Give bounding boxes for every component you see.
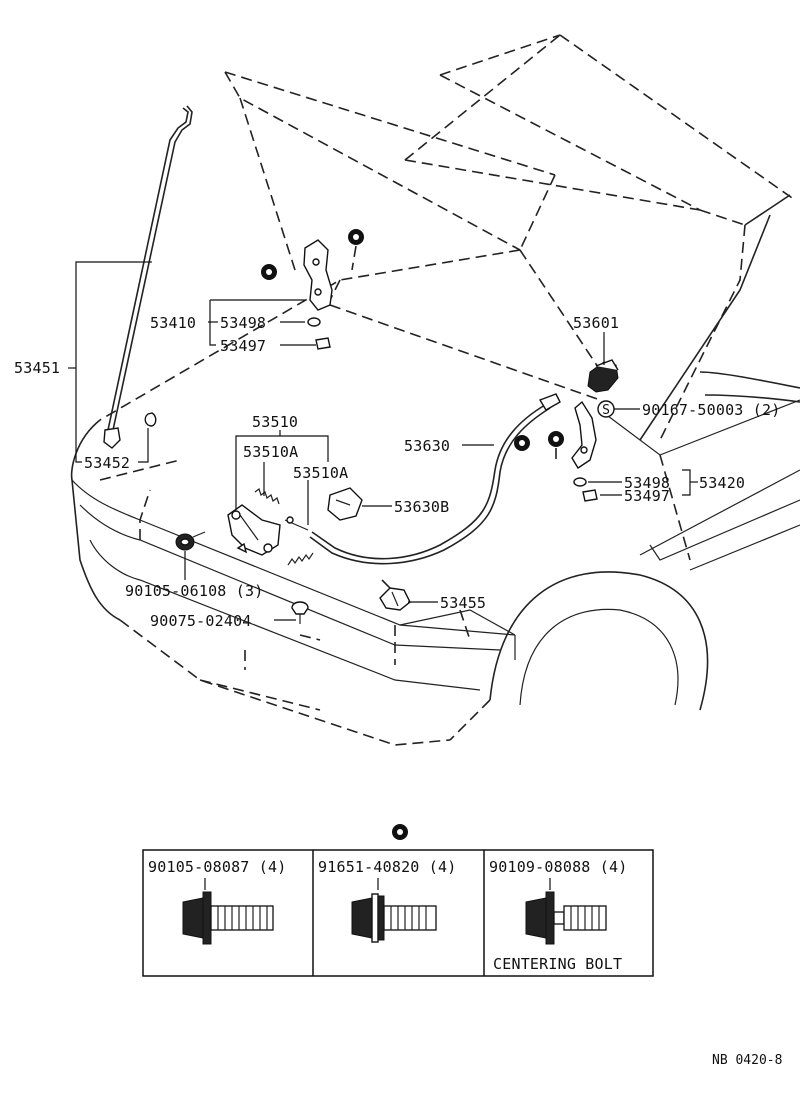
bolt-marker-icon [548,431,564,447]
bolt-cell-3: 90109-08088 (4) CENTERING BOLT [489,858,627,973]
flange-bolt-icon [182,891,274,945]
hood-support-rod [103,105,193,449]
label-53630B: 53630B [394,498,449,516]
label-90167-50003: 90167-50003 (2) [642,401,780,419]
lock-spring [254,488,314,566]
label-53498-right: 53498 [624,474,670,492]
label-53497-right: 53497 [624,487,670,505]
label-90075-02404: 90075-02404 [150,612,252,630]
bolt-cell-1: 90105-08087 (4) [148,858,286,945]
bolt-table: 90105-08087 (4) 91651-40820 (4) 901 [142,849,654,977]
label-53510A-1: 53510A [243,443,298,461]
bolt-marker-icon [392,824,408,840]
bolt-part-number: 90109-08088 (4) [489,858,627,876]
centering-bolt-note: CENTERING BOLT [493,955,622,973]
diagram-code: NB 0420-8 [712,1053,782,1068]
washer-bolt-icon [351,893,437,943]
label-53455: 53455 [440,594,486,612]
label-53510: 53510 [252,413,298,431]
label-90105-06108: 90105-06108 (3) [125,582,263,600]
screw-90075-02404 [291,601,309,624]
bolt-cell-2: 91651-40820 (4) [318,858,456,943]
label-53451: 53451 [14,359,60,377]
label-53498-top: 53498 [220,314,266,332]
release-cable [309,393,561,565]
label-53601: 53601 [573,314,619,332]
right-hinge-bracket [571,400,597,469]
bolt-part-number: 90105-08087 (4) [148,858,286,876]
catch-bracket-53455 [379,579,411,611]
rod-holder-clip [144,412,157,427]
label-53497-top: 53497 [220,337,266,355]
bolt-marker-icon [348,229,364,245]
cushion-53498-right [573,477,587,487]
hood-hinge-bracket [303,239,333,311]
bolt-marker-icon [514,435,530,451]
bolt-part-number: 91651-40820 (4) [318,858,456,876]
cable-clamp-53630B [327,487,363,521]
label-53410: 53410 [150,314,196,332]
bolt-marker-icon [261,264,277,280]
car-body-outline [70,34,800,746]
bolt-90105-06108 [175,531,206,551]
cushion-53498-top [307,317,321,327]
s-mark-icon: S [597,400,615,418]
label-53420: 53420 [699,474,745,492]
label-53452: 53452 [84,454,130,472]
release-lever-53601 [587,359,619,393]
cushion-53497-right [582,489,598,502]
centering-bolt-icon [525,891,607,945]
leader-lines [68,261,698,621]
hood-lock-assembly [227,504,281,556]
cushion-53497-top [315,337,331,350]
svg-text:S: S [602,403,610,418]
bolt-marker-icons [261,229,564,840]
label-53630: 53630 [404,437,450,455]
label-53510A-2: 53510A [293,464,348,482]
